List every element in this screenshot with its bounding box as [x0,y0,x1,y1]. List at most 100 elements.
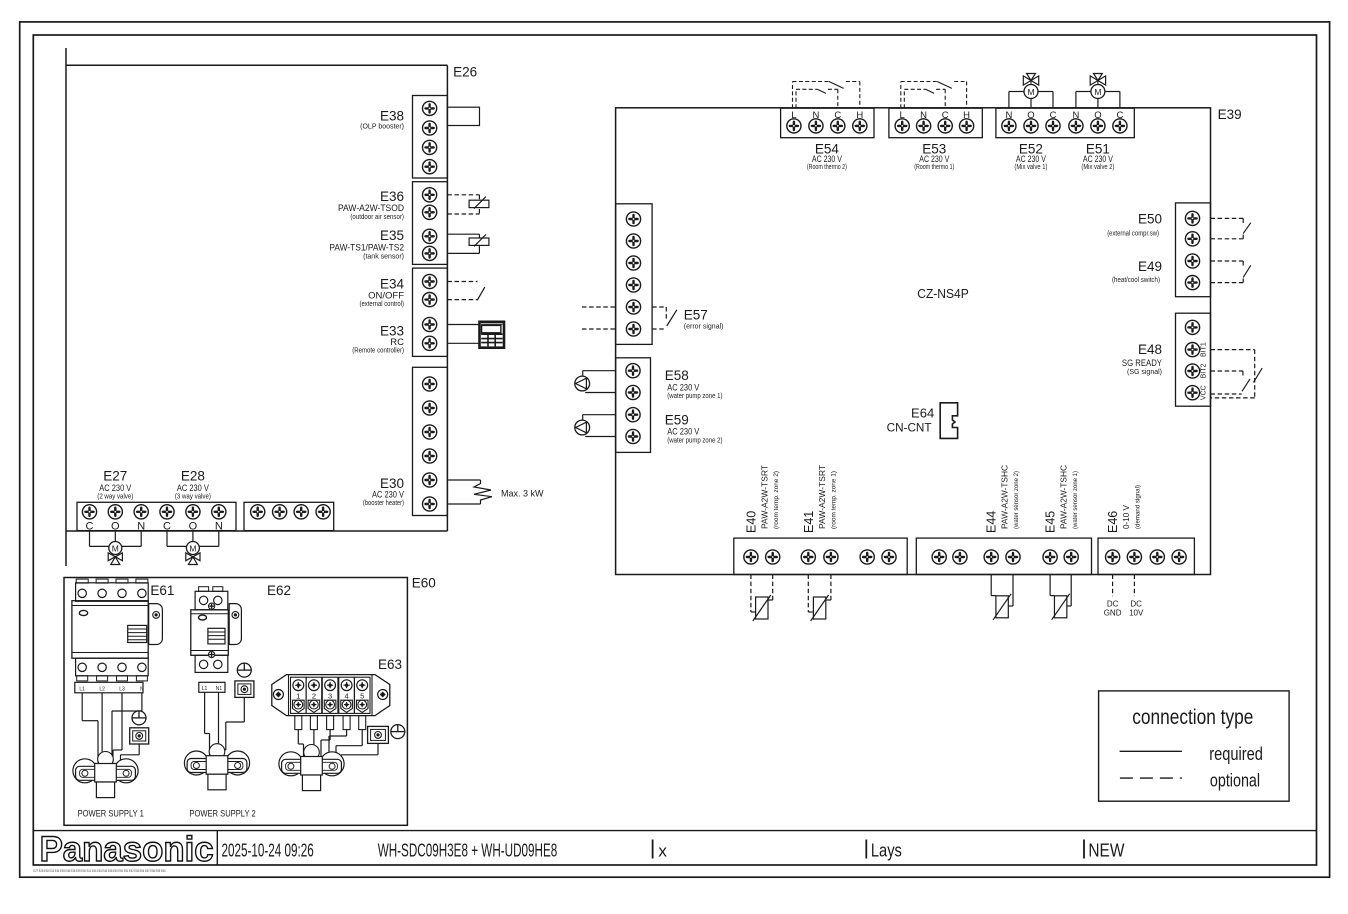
svg-text:C: C [1050,110,1057,121]
svg-text:L1: L1 [79,686,85,692]
svg-text:N: N [1005,110,1012,121]
svg-text:E30: E30 [380,476,404,491]
svg-text:(tank sensor): (tank sensor) [363,253,404,260]
svg-text:(water pump zone 2): (water pump zone 2) [667,437,722,444]
svg-text:E26: E26 [453,65,477,80]
svg-text:AC 230 V: AC 230 V [667,382,700,393]
svg-text:ON/OFF: ON/OFF [368,290,404,301]
svg-text:E57: E57 [684,308,708,323]
svg-text:L3: L3 [119,686,125,692]
svg-text:DC: DC [1130,600,1142,609]
svg-text:M: M [1027,87,1034,97]
svg-text:CZ-NS4P: CZ-NS4P [917,286,969,301]
svg-text:(water sensor zone 2): (water sensor zone 2) [1013,471,1020,529]
svg-text:POWER SUPPLY 2: POWER SUPPLY 2 [189,808,255,819]
svg-text:N: N [215,520,223,532]
svg-text:AC 230 V: AC 230 V [99,483,132,494]
svg-text:(room temp. zone 2): (room temp. zone 2) [773,471,780,529]
svg-text:O: O [111,520,120,532]
svg-text:POWER SUPPLY 1: POWER SUPPLY 1 [78,808,144,819]
svg-text:E61: E61 [150,583,174,598]
svg-text:L2: L2 [99,686,105,692]
svg-text:(Room thermo 1): (Room thermo 1) [914,164,954,171]
svg-text:O: O [1094,110,1101,121]
svg-text:E38: E38 [380,108,404,123]
svg-text:GND: GND [1104,609,1122,618]
svg-text:Panasonic: Panasonic [40,830,214,869]
svg-text:L: L [900,110,905,121]
svg-text:N: N [140,686,144,692]
svg-text:x: x [658,842,667,861]
svg-text:N: N [920,110,927,121]
svg-text:0-10 V: 0-10 V [1122,504,1131,529]
svg-text:(SG signal): (SG signal) [1127,369,1162,376]
svg-text:WH-SDC09H3E8 + WH-UD09HE8: WH-SDC09H3E8 + WH-UD09HE8 [378,841,558,861]
svg-text:(water pump zone 1): (water pump zone 1) [667,393,722,400]
svg-text:Max. 3 kW: Max. 3 kW [501,488,544,498]
svg-text:E40: E40 [744,511,758,533]
svg-text:E28: E28 [181,468,205,483]
svg-text:AC 230 V: AC 230 V [919,154,949,165]
svg-text:(Mix valve 1): (Mix valve 1) [1014,164,1047,171]
svg-text:AC 230 V: AC 230 V [177,483,210,494]
svg-text:NEW: NEW [1088,841,1124,861]
svg-text:E49: E49 [1138,259,1162,274]
svg-text:(Remote controller): (Remote controller) [352,348,404,355]
svg-text:VCC: VCC [1201,385,1208,400]
svg-text:E63: E63 [378,657,402,672]
svg-text:AC 230 V: AC 230 V [1016,154,1046,165]
svg-text:E60: E60 [412,575,436,590]
svg-text:(external compr.sw): (external compr.sw) [1107,230,1159,237]
svg-text:N1: N1 [216,686,223,692]
svg-text:(heat/cool switch): (heat/cool switch) [1112,277,1160,284]
svg-text:L1: L1 [202,686,208,692]
svg-text:C: C [942,110,949,121]
svg-text:PAW-A2W-TSHC: PAW-A2W-TSHC [1060,465,1069,529]
svg-text:E34: E34 [380,276,405,291]
svg-text:AC 230 V: AC 230 V [1083,154,1113,165]
svg-text:C: C [86,520,94,532]
svg-text:E51: E51 [1086,142,1110,157]
svg-text:E52: E52 [1019,142,1043,157]
svg-text:N: N [1072,110,1079,121]
svg-text:5: 5 [360,692,364,701]
svg-text:2: 2 [312,692,316,701]
svg-text:(room temp. zone 1): (room temp. zone 1) [830,471,837,529]
svg-text:E64: E64 [911,405,934,420]
svg-text:E58: E58 [665,368,689,383]
svg-text:E44: E44 [985,511,999,533]
svg-text:connection type: connection type [1132,706,1253,729]
svg-text:M: M [1094,87,1101,97]
svg-text:E39: E39 [1218,107,1242,122]
svg-text:10V: 10V [1129,609,1144,618]
svg-text:required: required [1209,744,1263,764]
svg-text:(2 way valve): (2 way valve) [97,493,133,500]
svg-text:(Room thermo 2): (Room thermo 2) [807,164,847,171]
svg-text:O: O [189,520,198,532]
svg-text:E53: E53 [922,142,946,157]
svg-text:SG READY: SG READY [1122,358,1163,369]
svg-text:E46: E46 [1106,511,1120,533]
svg-text:2025-10-24 09:26: 2025-10-24 09:26 [222,841,314,861]
svg-text:CN-CNT: CN-CNT [887,420,933,434]
svg-text:E62: E62 [267,583,291,598]
svg-text:(error signal): (error signal) [684,323,724,330]
svg-text:(booster heater): (booster heater) [363,500,404,507]
svg-text:E41: E41 [802,511,816,533]
svg-text:AC 230 V: AC 230 V [372,490,405,501]
svg-text:C: C [1116,110,1123,121]
svg-text:PAW-A2W-TSHC: PAW-A2W-TSHC [1001,465,1010,529]
svg-text:BIT2: BIT2 [1201,364,1208,379]
svg-text:(3 way valve): (3 way valve) [175,493,211,500]
svg-text:1: 1 [296,692,300,701]
svg-text:E45: E45 [1044,511,1058,533]
svg-text:3: 3 [328,692,332,701]
svg-text:H: H [963,110,970,121]
svg-text:L: L [791,110,796,121]
svg-text:(outdoor air sensor): (outdoor air sensor) [350,214,404,221]
svg-text:Lays: Lays [871,841,902,861]
svg-text:(OLP booster): (OLP booster) [360,124,404,131]
svg-text:E27 E28 E30 E33 E34 E35 E36 E3: E27 E28 E30 E33 E34 E35 E36 E38 E39 E40 … [34,869,166,873]
svg-text:AC 230 V: AC 230 V [667,427,700,438]
svg-text:C: C [163,520,171,532]
